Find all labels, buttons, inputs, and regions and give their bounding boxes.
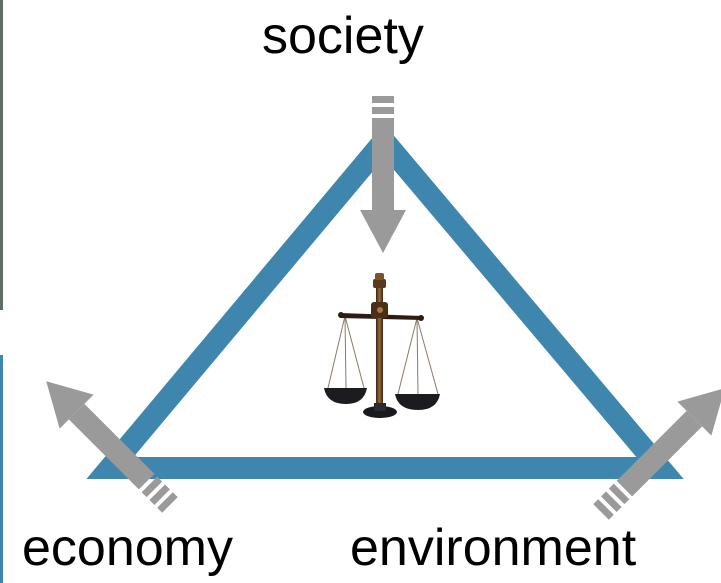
balance-scale-icon: [324, 273, 440, 418]
economy-label: economy: [22, 519, 233, 577]
environment-label: environment: [350, 519, 637, 577]
environment-arrow: [593, 388, 721, 520]
economy-arrow: [46, 381, 178, 513]
triangle: [86, 123, 684, 479]
society-label: society: [262, 7, 424, 65]
society-arrow: [360, 96, 406, 253]
left-edge-strip-top: [0, 0, 3, 310]
left-edge-strip-bottom: [0, 355, 3, 583]
